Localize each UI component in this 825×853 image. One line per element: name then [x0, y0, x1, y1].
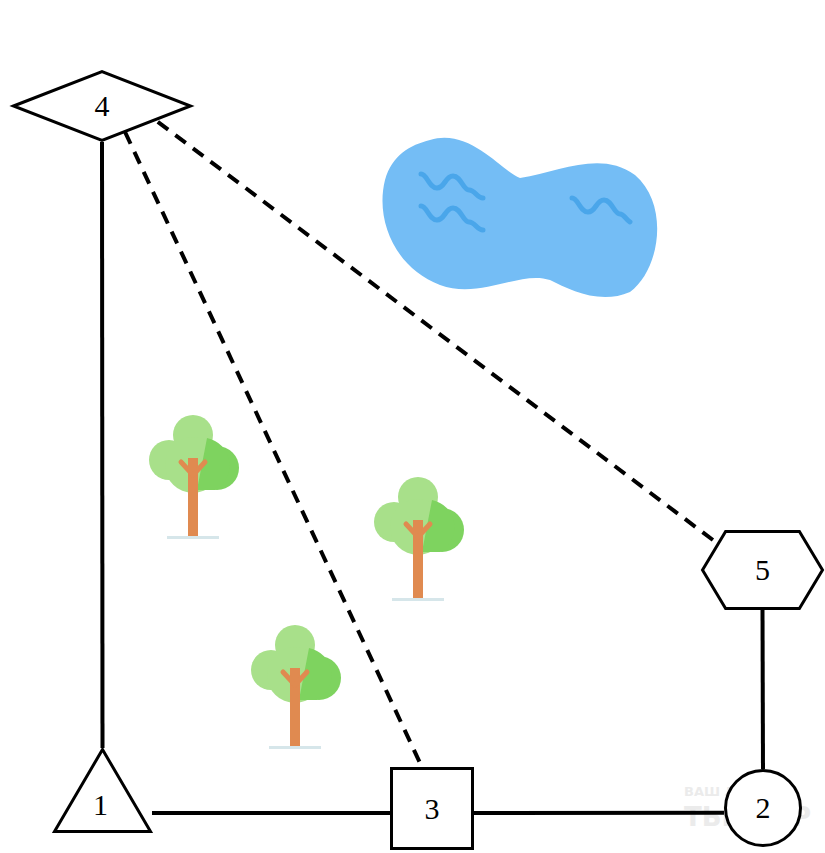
node-number: 1: [93, 790, 108, 820]
tree: [149, 415, 239, 539]
dashed-connector: [125, 132, 422, 767]
hexagon-node: 5: [701, 530, 824, 610]
circle-node: 2: [724, 769, 802, 847]
node-number: 2: [756, 793, 771, 823]
lake-waves: [421, 174, 630, 230]
triangle-node: 1: [53, 748, 152, 833]
node-number: 4: [95, 91, 110, 121]
node-number: 3: [425, 794, 440, 824]
solid-connector: [761, 610, 766, 769]
lake: [382, 138, 657, 297]
tree: [374, 477, 464, 601]
square-node: 3: [390, 767, 474, 850]
node-number: 5: [755, 555, 770, 585]
solid-connector: [474, 811, 724, 815]
dashed-connector: [158, 122, 722, 547]
solid-connector: [152, 811, 390, 815]
solid-connector: [100, 142, 105, 748]
diamond-node: 4: [12, 70, 192, 142]
tree: [251, 625, 341, 749]
